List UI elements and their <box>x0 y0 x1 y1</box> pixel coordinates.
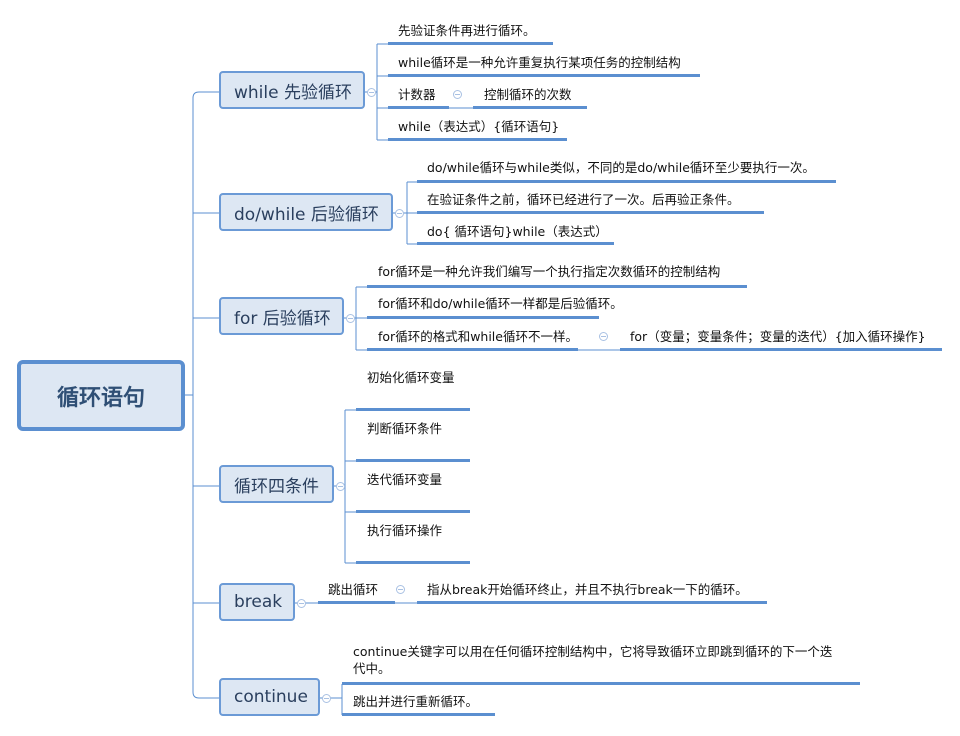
leaf-underline <box>356 408 470 411</box>
leaf[interactable]: 在验证条件之前，循环已经进行了一次。后再验正条件。 <box>427 192 740 207</box>
leaf[interactable]: 执行循环操作 <box>367 523 443 538</box>
collapse-icon[interactable] <box>599 332 608 341</box>
leaf-underline <box>417 242 614 245</box>
leaf[interactable]: 迭代循环变量 <box>367 472 443 487</box>
leaf[interactable]: while循环是一种允许重复执行某项任务的控制结构 <box>398 55 681 70</box>
leaf-underline <box>417 211 764 214</box>
topic-break[interactable]: break <box>219 583 295 621</box>
leaf[interactable]: for循环的格式和while循环不一样。 <box>378 329 578 344</box>
collapse-icon[interactable] <box>322 694 331 703</box>
leaf-underline <box>367 316 599 319</box>
topic-while[interactable]: while 先验循环 <box>219 71 365 109</box>
leaf[interactable]: 指从break开始循环终止，并且不执行break一下的循环。 <box>427 582 748 597</box>
leaf-underline <box>342 682 860 685</box>
collapse-icon[interactable] <box>395 209 404 218</box>
collapse-icon[interactable] <box>396 585 405 594</box>
leaf[interactable]: 先验证条件再进行循环。 <box>398 23 536 38</box>
topic-do-while[interactable]: do/while 后验循环 <box>219 193 393 231</box>
leaf[interactable]: 代中。 <box>353 661 391 676</box>
collapse-icon[interactable] <box>453 90 462 99</box>
collapse-icon[interactable] <box>367 88 376 97</box>
leaf-underline <box>620 348 942 351</box>
leaf[interactable]: do/while循环与while类似，不同的是do/while循环至少要执行一次… <box>427 160 815 175</box>
leaf-underline <box>318 601 395 604</box>
leaf-underline <box>388 42 553 45</box>
topic-for[interactable]: for 后验循环 <box>219 297 344 335</box>
leaf-underline <box>417 601 767 604</box>
leaf-underline <box>388 138 567 141</box>
leaf-underline <box>417 180 836 183</box>
leaf[interactable]: 控制循环的次数 <box>484 87 572 102</box>
leaf[interactable]: for循环是一种允许我们编写一个执行指定次数循环的控制结构 <box>378 264 721 279</box>
leaf[interactable]: for（变量；变量条件；变量的迭代）{加入循环操作} <box>630 329 926 344</box>
root-topic[interactable]: 循环语句 <box>17 360 185 431</box>
leaf-underline <box>473 106 587 109</box>
leaf[interactable]: 判断循环条件 <box>367 421 443 436</box>
leaf-underline <box>356 510 470 513</box>
leaf-underline <box>388 74 700 77</box>
leaf[interactable]: 跳出并进行重新循环。 <box>353 694 479 709</box>
leaf-underline <box>388 106 449 109</box>
leaf-underline <box>356 561 470 564</box>
leaf-underline <box>367 348 578 351</box>
collapse-icon[interactable] <box>297 599 306 608</box>
leaf[interactable]: do{ 循环语句}while（表达式） <box>427 224 608 239</box>
leaf[interactable]: for循环和do/while循环一样都是后验循环。 <box>378 296 623 311</box>
collapse-icon[interactable] <box>346 314 355 323</box>
leaf-underline <box>356 459 470 462</box>
leaf-underline <box>342 713 495 716</box>
leaf-underline <box>367 285 747 288</box>
leaf[interactable]: 跳出循环 <box>328 582 379 597</box>
leaf[interactable]: while（表达式）{循环语句} <box>398 119 560 134</box>
topic-continue[interactable]: continue <box>219 678 320 716</box>
leaf[interactable]: 计数器 <box>398 87 436 102</box>
collapse-icon[interactable] <box>336 482 345 491</box>
topic-four-conditions[interactable]: 循环四条件 <box>219 465 334 503</box>
leaf[interactable]: 初始化循环变量 <box>367 370 455 385</box>
leaf[interactable]: continue关键字可以用在任何循环控制结构中，它将导致循环立即跳到循环的下一… <box>353 644 833 659</box>
